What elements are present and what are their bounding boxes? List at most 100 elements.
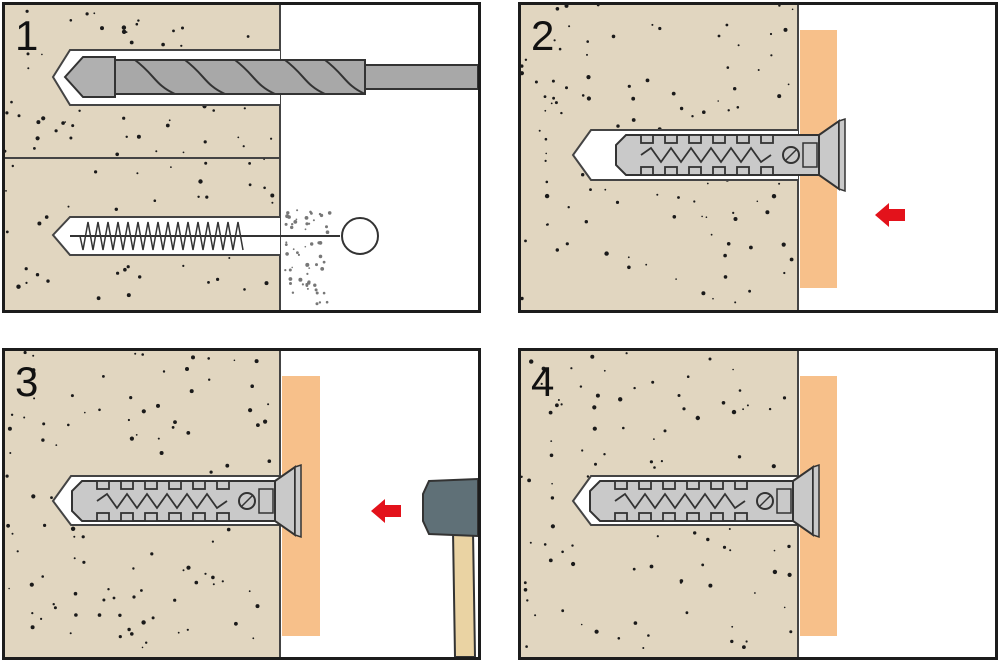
speckle-dot: [263, 186, 266, 190]
speckle-dot: [159, 451, 164, 455]
speckle-dot: [212, 583, 215, 586]
speckle-dot: [651, 23, 654, 26]
speckle-dot: [248, 590, 251, 593]
speckle-dot: [182, 151, 185, 154]
speckle-dot: [256, 423, 260, 427]
step-4-panel: 4: [518, 348, 998, 660]
speckle-dot: [121, 29, 127, 34]
speckle-dot: [726, 242, 731, 246]
speckle-dot: [212, 109, 215, 112]
speckle-dot: [789, 630, 793, 634]
speckle-dot: [649, 460, 653, 464]
speckle-dot: [6, 523, 10, 528]
speckle-dot: [770, 54, 773, 57]
speckle-dot: [96, 296, 101, 301]
speckle-dot: [787, 544, 791, 549]
speckle-dot: [521, 71, 524, 76]
speckle-dot: [55, 444, 58, 446]
speckle-dot: [737, 44, 740, 47]
speckle-dot: [9, 452, 12, 454]
speckle-dot: [555, 248, 559, 252]
speckle-dot: [710, 233, 713, 236]
speckle-dot: [526, 599, 529, 602]
speckle-dot: [725, 23, 729, 27]
speckle-dot: [693, 200, 696, 203]
speckle-dot: [228, 257, 231, 259]
speckle-dot: [534, 80, 538, 84]
speckle-dot: [118, 635, 122, 639]
speckle-dot: [252, 637, 255, 640]
step-2-illustration: [521, 5, 905, 310]
speckle-dot: [731, 625, 734, 628]
speckle-dot: [524, 58, 528, 61]
dust-particle: [325, 225, 328, 229]
speckle-dot: [527, 478, 531, 483]
speckle-dot: [194, 580, 199, 585]
speckle-dot: [41, 575, 44, 578]
speckle-dot: [32, 354, 35, 357]
speckle-dot: [782, 396, 787, 400]
speckle-dot: [130, 632, 134, 636]
speckle-dot: [198, 179, 203, 184]
speckle-dot: [31, 494, 36, 499]
speckle-dot: [181, 26, 184, 30]
speckle-dot: [93, 12, 96, 15]
speckle-dot: [592, 426, 597, 431]
speckle-dot: [749, 245, 753, 250]
speckle-dot: [705, 216, 708, 218]
dust-particle: [291, 223, 294, 226]
speckle-dot: [756, 200, 759, 203]
speckle-dot: [545, 180, 549, 184]
speckle-dot: [23, 351, 27, 355]
speckle-dot: [16, 550, 19, 553]
speckle-dot: [52, 603, 55, 606]
speckle-dot: [43, 523, 47, 527]
speckle-dot: [129, 40, 134, 45]
speckle-dot: [783, 27, 788, 32]
speckle-dot: [153, 199, 157, 202]
speckle-dot: [742, 408, 744, 411]
speckle-dot: [132, 567, 135, 570]
speckle-dot: [81, 535, 85, 539]
speckle-dot: [168, 119, 171, 122]
speckle-dot: [633, 386, 636, 390]
speckle-dot: [632, 567, 636, 571]
speckle-dot: [46, 279, 50, 283]
speckle-dot: [773, 549, 776, 552]
dust-particle: [304, 245, 307, 248]
speckle-dot: [625, 352, 628, 355]
speckle-dot: [141, 620, 146, 625]
speckle-dot: [69, 19, 73, 22]
speckle-dot: [521, 64, 524, 68]
speckle-dot: [267, 459, 272, 463]
dust-particle: [285, 252, 289, 256]
speckle-dot: [603, 453, 606, 456]
speckle-dot: [524, 239, 527, 243]
speckle-dot: [645, 78, 650, 83]
speckle-dot: [586, 53, 588, 56]
speckle-dot: [211, 540, 214, 543]
speckle-dot: [771, 464, 776, 469]
speckle-dot: [717, 100, 719, 102]
speckle-dot: [5, 474, 9, 478]
speckle-dot: [544, 109, 547, 112]
dust-particle: [290, 225, 294, 230]
speckle-dot: [7, 426, 12, 431]
speckle-dot: [234, 621, 238, 626]
speckle-dot: [138, 275, 142, 279]
speckle-dot: [182, 264, 185, 267]
speckle-dot: [580, 623, 583, 626]
speckle-dot: [772, 569, 778, 575]
speckle-dot: [787, 572, 792, 577]
speckle-dot: [544, 193, 550, 199]
speckle-dot: [618, 397, 623, 402]
speckle-dot: [78, 109, 81, 113]
speckle-dot: [560, 111, 563, 115]
speckle-dot: [165, 123, 170, 128]
speckle-dot: [586, 475, 590, 478]
speckle-dot: [564, 5, 569, 8]
dust-particle: [288, 277, 293, 281]
speckle-dot: [615, 200, 620, 204]
speckle-dot: [727, 109, 730, 112]
speckle-dot: [237, 136, 240, 139]
